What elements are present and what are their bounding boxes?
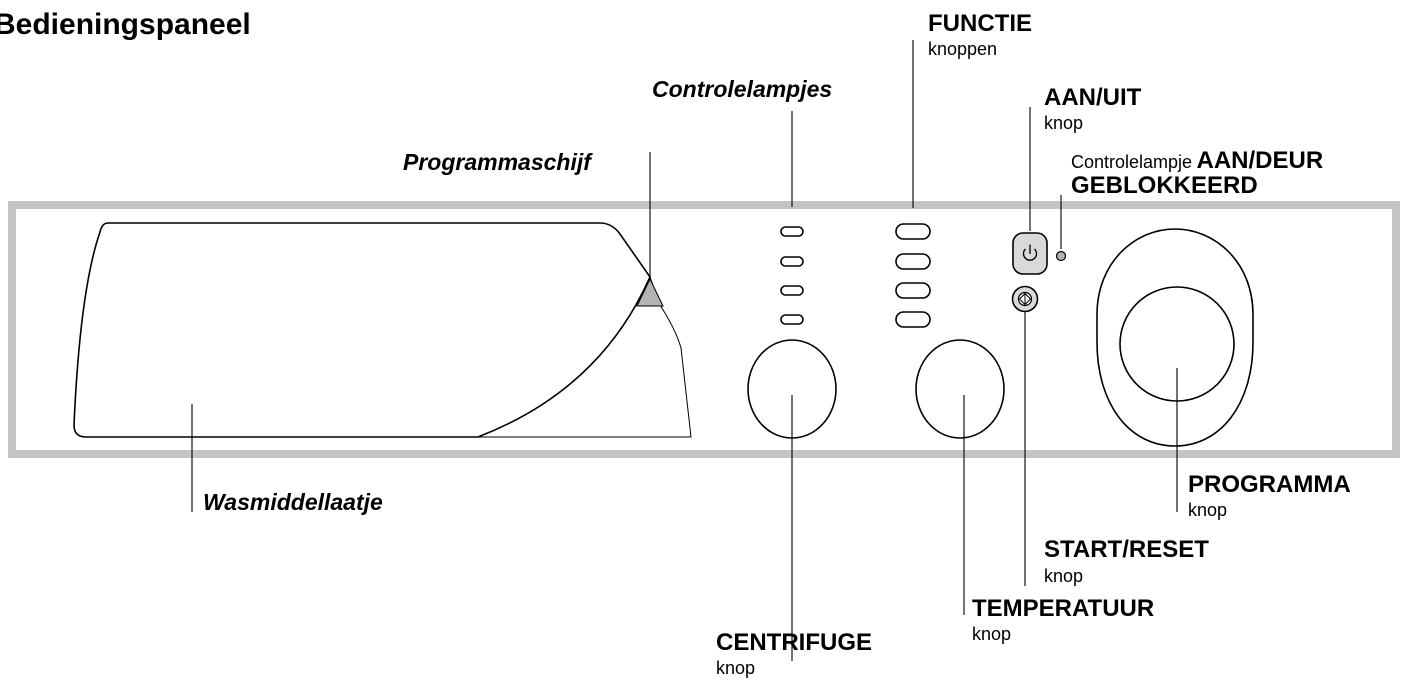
indicator-light [780, 285, 804, 296]
page-title: Bedieningspaneel [0, 8, 251, 41]
door-locked-indicator [1055, 250, 1067, 262]
indicator-light [780, 314, 804, 325]
power-icon [1022, 244, 1038, 261]
function-buttons-sublabel: knoppen [928, 39, 998, 59]
door-locked-indicator-label: Controlelampje AAN/DEUR [1071, 149, 1323, 173]
function-buttons[interactable] [895, 223, 931, 328]
function-button[interactable] [895, 253, 931, 270]
leader-lines [191, 40, 1178, 661]
door-locked-indicator-label-2: GEBLOKKEERD [1071, 172, 1258, 199]
temperature-knob[interactable] [915, 339, 1005, 439]
function-buttons-label: FUNCTIE [928, 10, 1032, 37]
door-locked-indicator-label-1: AAN/DEUR [1196, 147, 1324, 174]
indicator-light [780, 226, 804, 237]
program-knob-sublabel: knop [1188, 500, 1228, 520]
program-knob[interactable] [1096, 228, 1254, 447]
start-reset-icon [1017, 291, 1033, 307]
function-button[interactable] [895, 282, 931, 299]
panel-frame [8, 201, 1400, 458]
indicator-light [780, 256, 804, 267]
function-button[interactable] [895, 223, 931, 240]
program-knob-label: PROGRAMMA [1188, 471, 1351, 498]
spin-knob-label: CENTRIFUGE [716, 629, 872, 656]
power-button[interactable] [1012, 232, 1048, 275]
temperature-knob-sublabel: knop [972, 624, 1012, 644]
start-reset-button[interactable] [1011, 285, 1039, 313]
door-locked-indicator-prefix: Controlelampje [1071, 152, 1193, 172]
program-dial-label: Programmaschijf [403, 149, 591, 175]
start-reset-button-sublabel: knop [1044, 566, 1084, 586]
detergent-drawer [73, 222, 651, 438]
indicator-lights-label: Controlelampjes [652, 76, 833, 102]
power-button-label: AAN/UIT [1044, 84, 1142, 111]
start-reset-button-label: START/RESET [1044, 536, 1209, 563]
power-button-sublabel: knop [1044, 113, 1084, 133]
spin-knob-sublabel: knop [716, 658, 756, 678]
program-pointer-icon [636, 277, 664, 307]
detergent-drawer-label: Wasmiddellaatje [203, 489, 383, 515]
indicator-lights [780, 226, 804, 325]
temperature-knob-label: TEMPERATUUR [972, 595, 1155, 622]
function-button[interactable] [895, 311, 931, 328]
